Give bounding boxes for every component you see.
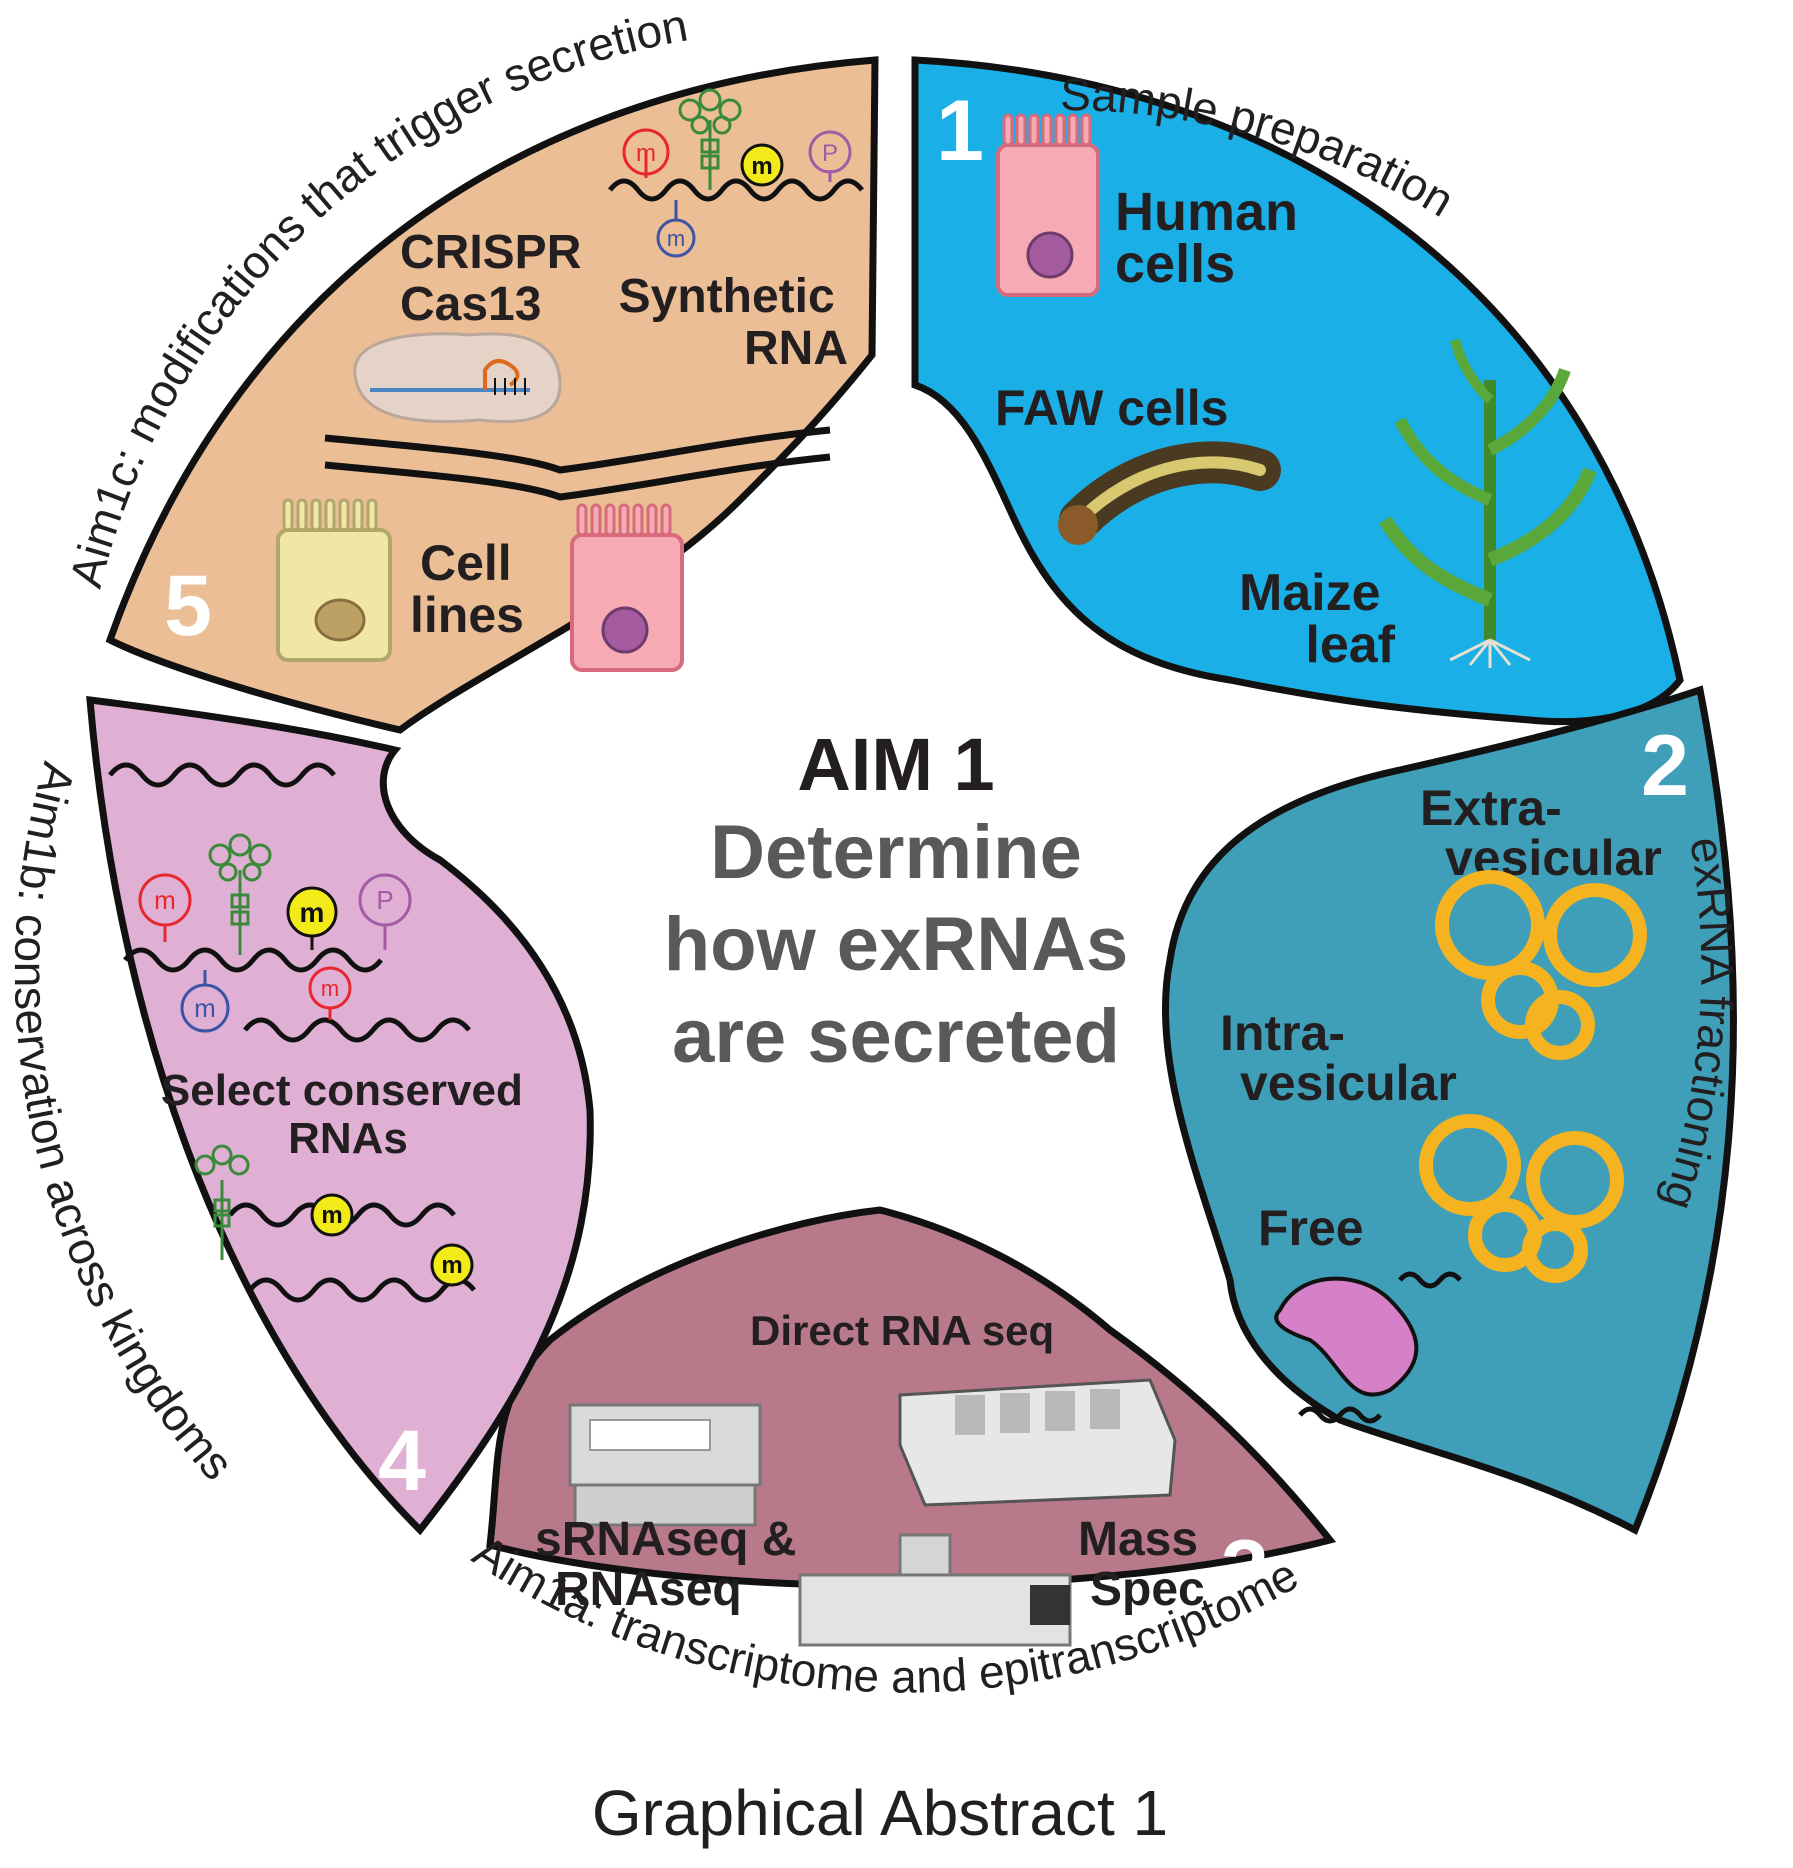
animal-cell-icon bbox=[570, 503, 684, 672]
intra-vesicles-icon bbox=[1419, 1114, 1624, 1283]
divider-line-2 bbox=[324, 453, 831, 501]
segment-4: m m P m m Select conserved RNAs bbox=[86, 695, 594, 1536]
sequencer-icon bbox=[898, 1378, 1177, 1507]
segment-2: 2 Extra- vesicular Intra- vesicular Free bbox=[1161, 685, 1737, 1535]
intra-vesicular-label: Intra- vesicular bbox=[1220, 1005, 1457, 1111]
mark-p-purple: P bbox=[376, 885, 393, 915]
mark-m-red-small: m bbox=[321, 976, 339, 1001]
center-title: AIM 1 bbox=[797, 723, 994, 806]
segment-3-number: 3 bbox=[1221, 1523, 1269, 1619]
extra-vesicles-icon bbox=[1435, 870, 1647, 1060]
free-rna-protein-icon bbox=[1274, 1271, 1462, 1424]
center-text: AIM 1 Determine how exRNAs are secreted bbox=[664, 723, 1129, 1079]
modified-rna-illustration: m m P m bbox=[123, 833, 412, 1033]
segment-5: m m P m CRISPR Cas13 Synthetic RNA bbox=[105, 56, 879, 734]
mark-m-yellow-1: m bbox=[321, 1202, 342, 1229]
crispr-label: CRISPR Cas13 bbox=[400, 226, 595, 331]
mark-m-yellow-2: m bbox=[441, 1252, 462, 1279]
caterpillar-icon bbox=[1058, 441, 1281, 545]
segment-2-number: 2 bbox=[1641, 718, 1689, 814]
segment-3: Direct RNA seq sRNAseq & RNAseq Mass Spe… bbox=[486, 1206, 1337, 1647]
human-cells-label: Human cells bbox=[1115, 182, 1313, 294]
segment-4-number: 4 bbox=[378, 1413, 426, 1509]
mark-p-purple: P bbox=[822, 140, 838, 167]
footer-caption: Graphical Abstract 1 bbox=[592, 1777, 1168, 1849]
maize-plant-icon bbox=[1379, 338, 1597, 668]
segment-1-number: 1 bbox=[936, 83, 984, 179]
human-cell-icon bbox=[996, 113, 1100, 297]
mark-m-blue: m bbox=[667, 226, 685, 251]
mark-m-yellow: m bbox=[751, 153, 772, 180]
mass-spec-label: Mass Spec bbox=[1078, 1513, 1211, 1616]
faw-cells-label: FAW cells bbox=[995, 380, 1228, 436]
divider-line-1 bbox=[324, 426, 831, 474]
extra-vesicular-label: Extra- vesicular bbox=[1420, 780, 1662, 886]
conserved-rna-illustration: m m bbox=[194, 1144, 476, 1303]
synthetic-rna-illustration: m m P m bbox=[608, 88, 864, 258]
segment-5-number: 5 bbox=[164, 558, 212, 654]
mark-m-blue: m bbox=[194, 993, 216, 1023]
direct-rna-seq-label: Direct RNA seq bbox=[750, 1307, 1054, 1354]
cell-lines-label: Cell lines bbox=[410, 535, 526, 643]
free-label: Free bbox=[1258, 1200, 1364, 1256]
segment-1: 1 Human cells FAW cells bbox=[911, 56, 1684, 726]
plant-cell-icon bbox=[276, 498, 392, 662]
mark-m-red: m bbox=[154, 885, 176, 915]
maize-leaf-label: Maize leaf bbox=[1239, 564, 1396, 674]
cas13-icon bbox=[353, 332, 562, 424]
center-subtitle-line-2: how exRNAs bbox=[664, 902, 1129, 987]
srnaseq-label: sRNAseq & RNAseq bbox=[535, 1513, 810, 1616]
mark-m-yellow: m bbox=[300, 897, 325, 928]
select-conserved-label: Select conserved RNAs bbox=[161, 1066, 535, 1163]
synthetic-rna-label: Synthetic RNA bbox=[619, 270, 848, 375]
center-subtitle-line-3: are secreted bbox=[672, 994, 1120, 1079]
mark-m-red: m bbox=[636, 140, 656, 167]
workstation-icon bbox=[568, 1403, 762, 1527]
center-subtitle-line-1: Determine bbox=[710, 810, 1082, 895]
mass-spec-icon bbox=[798, 1533, 1072, 1647]
